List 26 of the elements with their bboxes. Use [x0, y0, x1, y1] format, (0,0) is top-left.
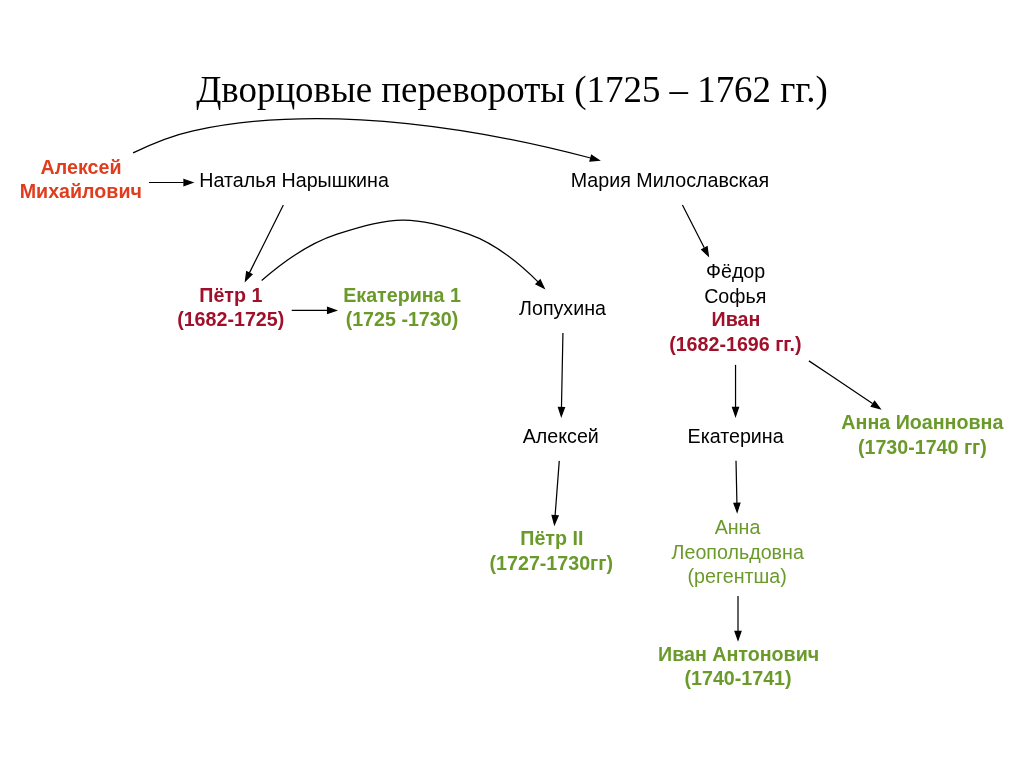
arrow [681, 204, 710, 258]
node-text: Алексей [522, 425, 599, 447]
arrow [733, 460, 741, 514]
node-text: Пётр II (1727-1730гг) [489, 527, 614, 574]
arrow [551, 460, 560, 527]
node-text: Мария Милославская [570, 169, 770, 192]
node-text: Иван Антонович (1740-1741) [658, 642, 820, 690]
node-text: Наталья Нарышкина [199, 169, 389, 192]
arrow [148, 178, 195, 187]
node-text: Фёдор Софья Иван (1682-1696 гг.) [669, 260, 802, 355]
node-text: Пётр 1 (1682-1725) [177, 283, 285, 331]
arrow [557, 332, 566, 418]
diagram-title: Дворцовые перевороты (1725 – 1762 гг.) [196, 69, 828, 111]
arrow [734, 595, 742, 642]
arrow [291, 306, 339, 315]
arrow [261, 219, 546, 290]
arrow [244, 204, 284, 283]
node-text: Лопухина [519, 297, 606, 320]
node-text: Екатерина 1 (1725 -1730) [343, 283, 461, 331]
arrow [132, 118, 601, 162]
arrow [808, 360, 882, 410]
arrow [731, 364, 740, 418]
node-text: Анна Леопольдовна (регентша) [671, 516, 804, 588]
node-text: Екатерина [687, 425, 784, 447]
node-text: Анна Иоанновна (1730-1740 гг) [841, 411, 1004, 459]
node-text: Алексей Михайлович [19, 155, 142, 203]
